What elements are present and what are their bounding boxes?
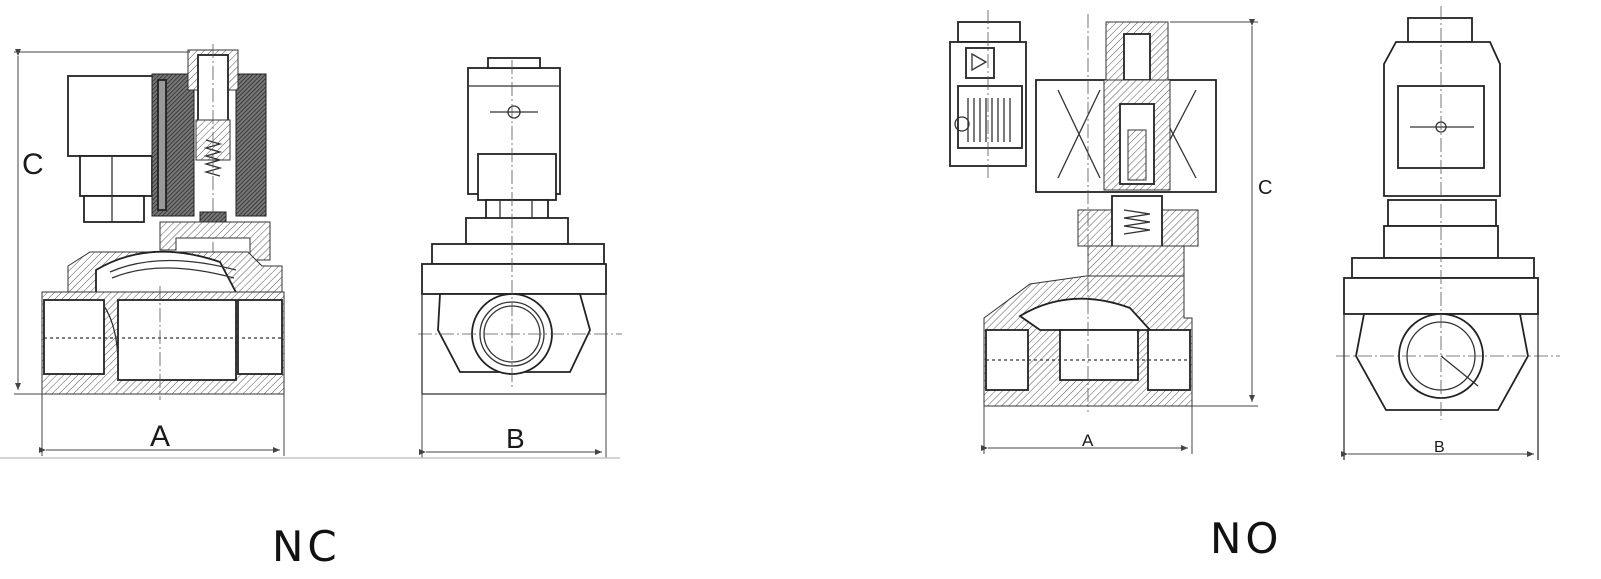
nc-dim-b: B	[419, 394, 607, 458]
no-dim-c: C	[1170, 19, 1272, 407]
no-dim-a-label: A	[1082, 431, 1094, 450]
nc-dim-a-label: A	[150, 420, 170, 453]
no-side-view	[1336, 6, 1560, 460]
no-dim-a: A	[981, 406, 1193, 454]
nc-dim-c-label: C	[22, 148, 44, 181]
nc-dim-b-label: B	[506, 423, 525, 454]
nc-dim-c: C	[14, 49, 190, 395]
no-dim-b: B	[1341, 439, 1534, 457]
nc-section-view	[41, 44, 285, 400]
nc-dim-a: A	[39, 394, 285, 456]
nc-caption: NC	[272, 522, 341, 571]
no-dim-c-label: C	[1258, 177, 1272, 199]
no-dim-b-label: B	[1434, 439, 1445, 456]
no-section-view	[949, 10, 1217, 412]
no-caption: NO	[1210, 514, 1283, 563]
nc-side-view	[418, 57, 622, 395]
